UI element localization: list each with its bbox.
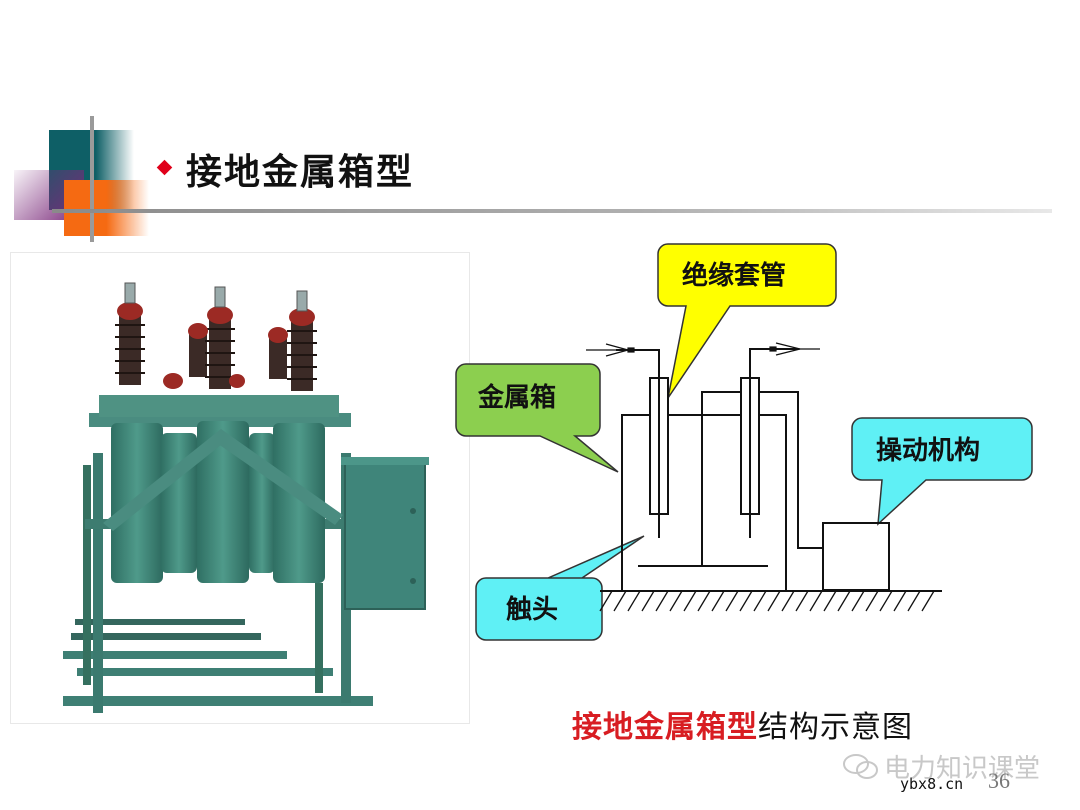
svg-text:绝缘套管: 绝缘套管 xyxy=(682,260,786,291)
caption-rest: 结构示意图 xyxy=(758,710,913,745)
wechat-icon xyxy=(843,754,878,779)
decor-orange-square xyxy=(64,180,149,236)
site-label: ybx8.cn xyxy=(900,775,964,793)
callout-mechanism: 操动机构 xyxy=(851,417,1033,526)
svg-text:触头: 触头 xyxy=(506,595,558,625)
ground-hatching xyxy=(599,590,935,612)
callout-metal-box: 金属箱 xyxy=(455,363,619,473)
breaker-illustration xyxy=(63,282,429,713)
watermark-text: 电力知识课堂 xyxy=(884,754,1041,784)
title-underline xyxy=(52,209,1052,213)
diagram-caption: 接地金属箱型结构示意图 xyxy=(572,702,913,746)
callout-contact: 触头 xyxy=(475,535,645,641)
callout-bushing: 绝缘套管 xyxy=(657,243,837,399)
terminal-connectors xyxy=(586,342,820,357)
svg-text:操动机构: 操动机构 xyxy=(876,436,980,466)
page-number: 36 xyxy=(988,768,1010,793)
breaker-photo xyxy=(10,252,470,724)
svg-text:金属箱: 金属箱 xyxy=(477,382,556,413)
caption-highlight: 接地金属箱型 xyxy=(572,710,758,745)
decor-vertical-line xyxy=(90,116,94,242)
slide-title: 接地金属箱型 xyxy=(186,151,415,193)
